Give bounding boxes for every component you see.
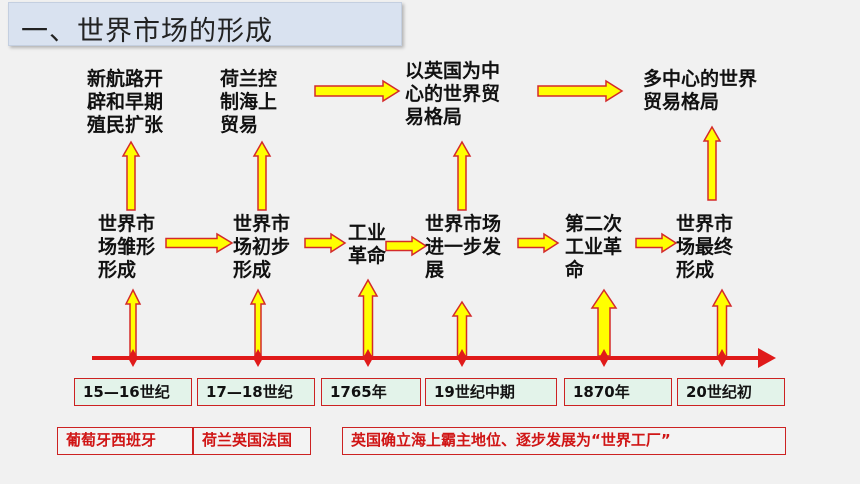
arrow-up-lower-1 bbox=[124, 288, 142, 357]
stage-initial: 世界市 场初步 形成 bbox=[233, 213, 291, 281]
note-netherlands-britain-france: 荷兰英国法国 bbox=[193, 427, 311, 455]
arrow-up-upper-4 bbox=[702, 125, 722, 201]
note-britain-world-factory: 英国确立海上霸主地位、逐步发展为“世界工厂” bbox=[342, 427, 786, 455]
timeline-tick-2 bbox=[253, 349, 263, 367]
arrow-up-lower-3 bbox=[357, 278, 379, 357]
stage-further: 世界市场 进一步发 展 bbox=[425, 213, 502, 281]
date-box-15-16c: 15—16世纪 bbox=[74, 378, 192, 406]
arrow-up-upper-3 bbox=[452, 140, 472, 211]
arrow-mid-4 bbox=[517, 232, 560, 254]
arrow-mid-5 bbox=[635, 232, 678, 254]
timeline-tick-1 bbox=[128, 349, 138, 367]
arrow-mid-1 bbox=[165, 232, 234, 254]
top-label-british-center: 以英国为中 心的世界贸 易格局 bbox=[405, 60, 501, 128]
stage-embryo: 世界市 场雏形 形成 bbox=[98, 213, 156, 281]
date-box-17-18c: 17—18世纪 bbox=[197, 378, 315, 406]
arrow-up-lower-4 bbox=[451, 300, 473, 357]
arrow-top-1 bbox=[314, 79, 401, 103]
stage-second-industrial-revolution: 第二次 工业革 命 bbox=[565, 213, 623, 281]
timeline-tick-6 bbox=[717, 349, 727, 367]
arrow-mid-3 bbox=[385, 235, 428, 257]
note-portugal-spain: 葡萄牙西班牙 bbox=[57, 427, 193, 455]
title-box: 一、世界市场的形成 bbox=[8, 2, 402, 47]
arrow-up-lower-2 bbox=[249, 288, 267, 357]
arrow-up-lower-6 bbox=[711, 288, 733, 357]
timeline-tick-4 bbox=[457, 349, 467, 367]
page-title: 一、世界市场的形成 bbox=[21, 16, 273, 47]
arrow-up-upper-1 bbox=[121, 140, 141, 211]
date-box-1870: 1870年 bbox=[564, 378, 672, 406]
timeline-tick-3 bbox=[363, 349, 373, 367]
arrow-mid-2 bbox=[304, 232, 347, 254]
timeline-arrowhead bbox=[758, 348, 776, 368]
top-label-dutch-trade: 荷兰控 制海上 贸易 bbox=[220, 68, 278, 136]
stage-industrial-revolution: 工业 革命 bbox=[348, 222, 387, 267]
timeline-tick-5 bbox=[599, 349, 609, 367]
top-label-new-routes: 新航路开 辟和早期 殖民扩张 bbox=[87, 68, 164, 136]
arrow-top-2 bbox=[537, 79, 624, 103]
arrow-up-lower-5 bbox=[590, 288, 618, 357]
date-box-early-20c: 20世纪初 bbox=[677, 378, 785, 406]
top-label-multi-center: 多中心的世界 贸易格局 bbox=[643, 68, 758, 113]
date-box-mid-19c: 19世纪中期 bbox=[425, 378, 557, 406]
arrow-up-upper-2 bbox=[252, 140, 272, 211]
date-box-1765: 1765年 bbox=[321, 378, 421, 406]
stage-final: 世界市 场最终 形成 bbox=[676, 213, 734, 281]
